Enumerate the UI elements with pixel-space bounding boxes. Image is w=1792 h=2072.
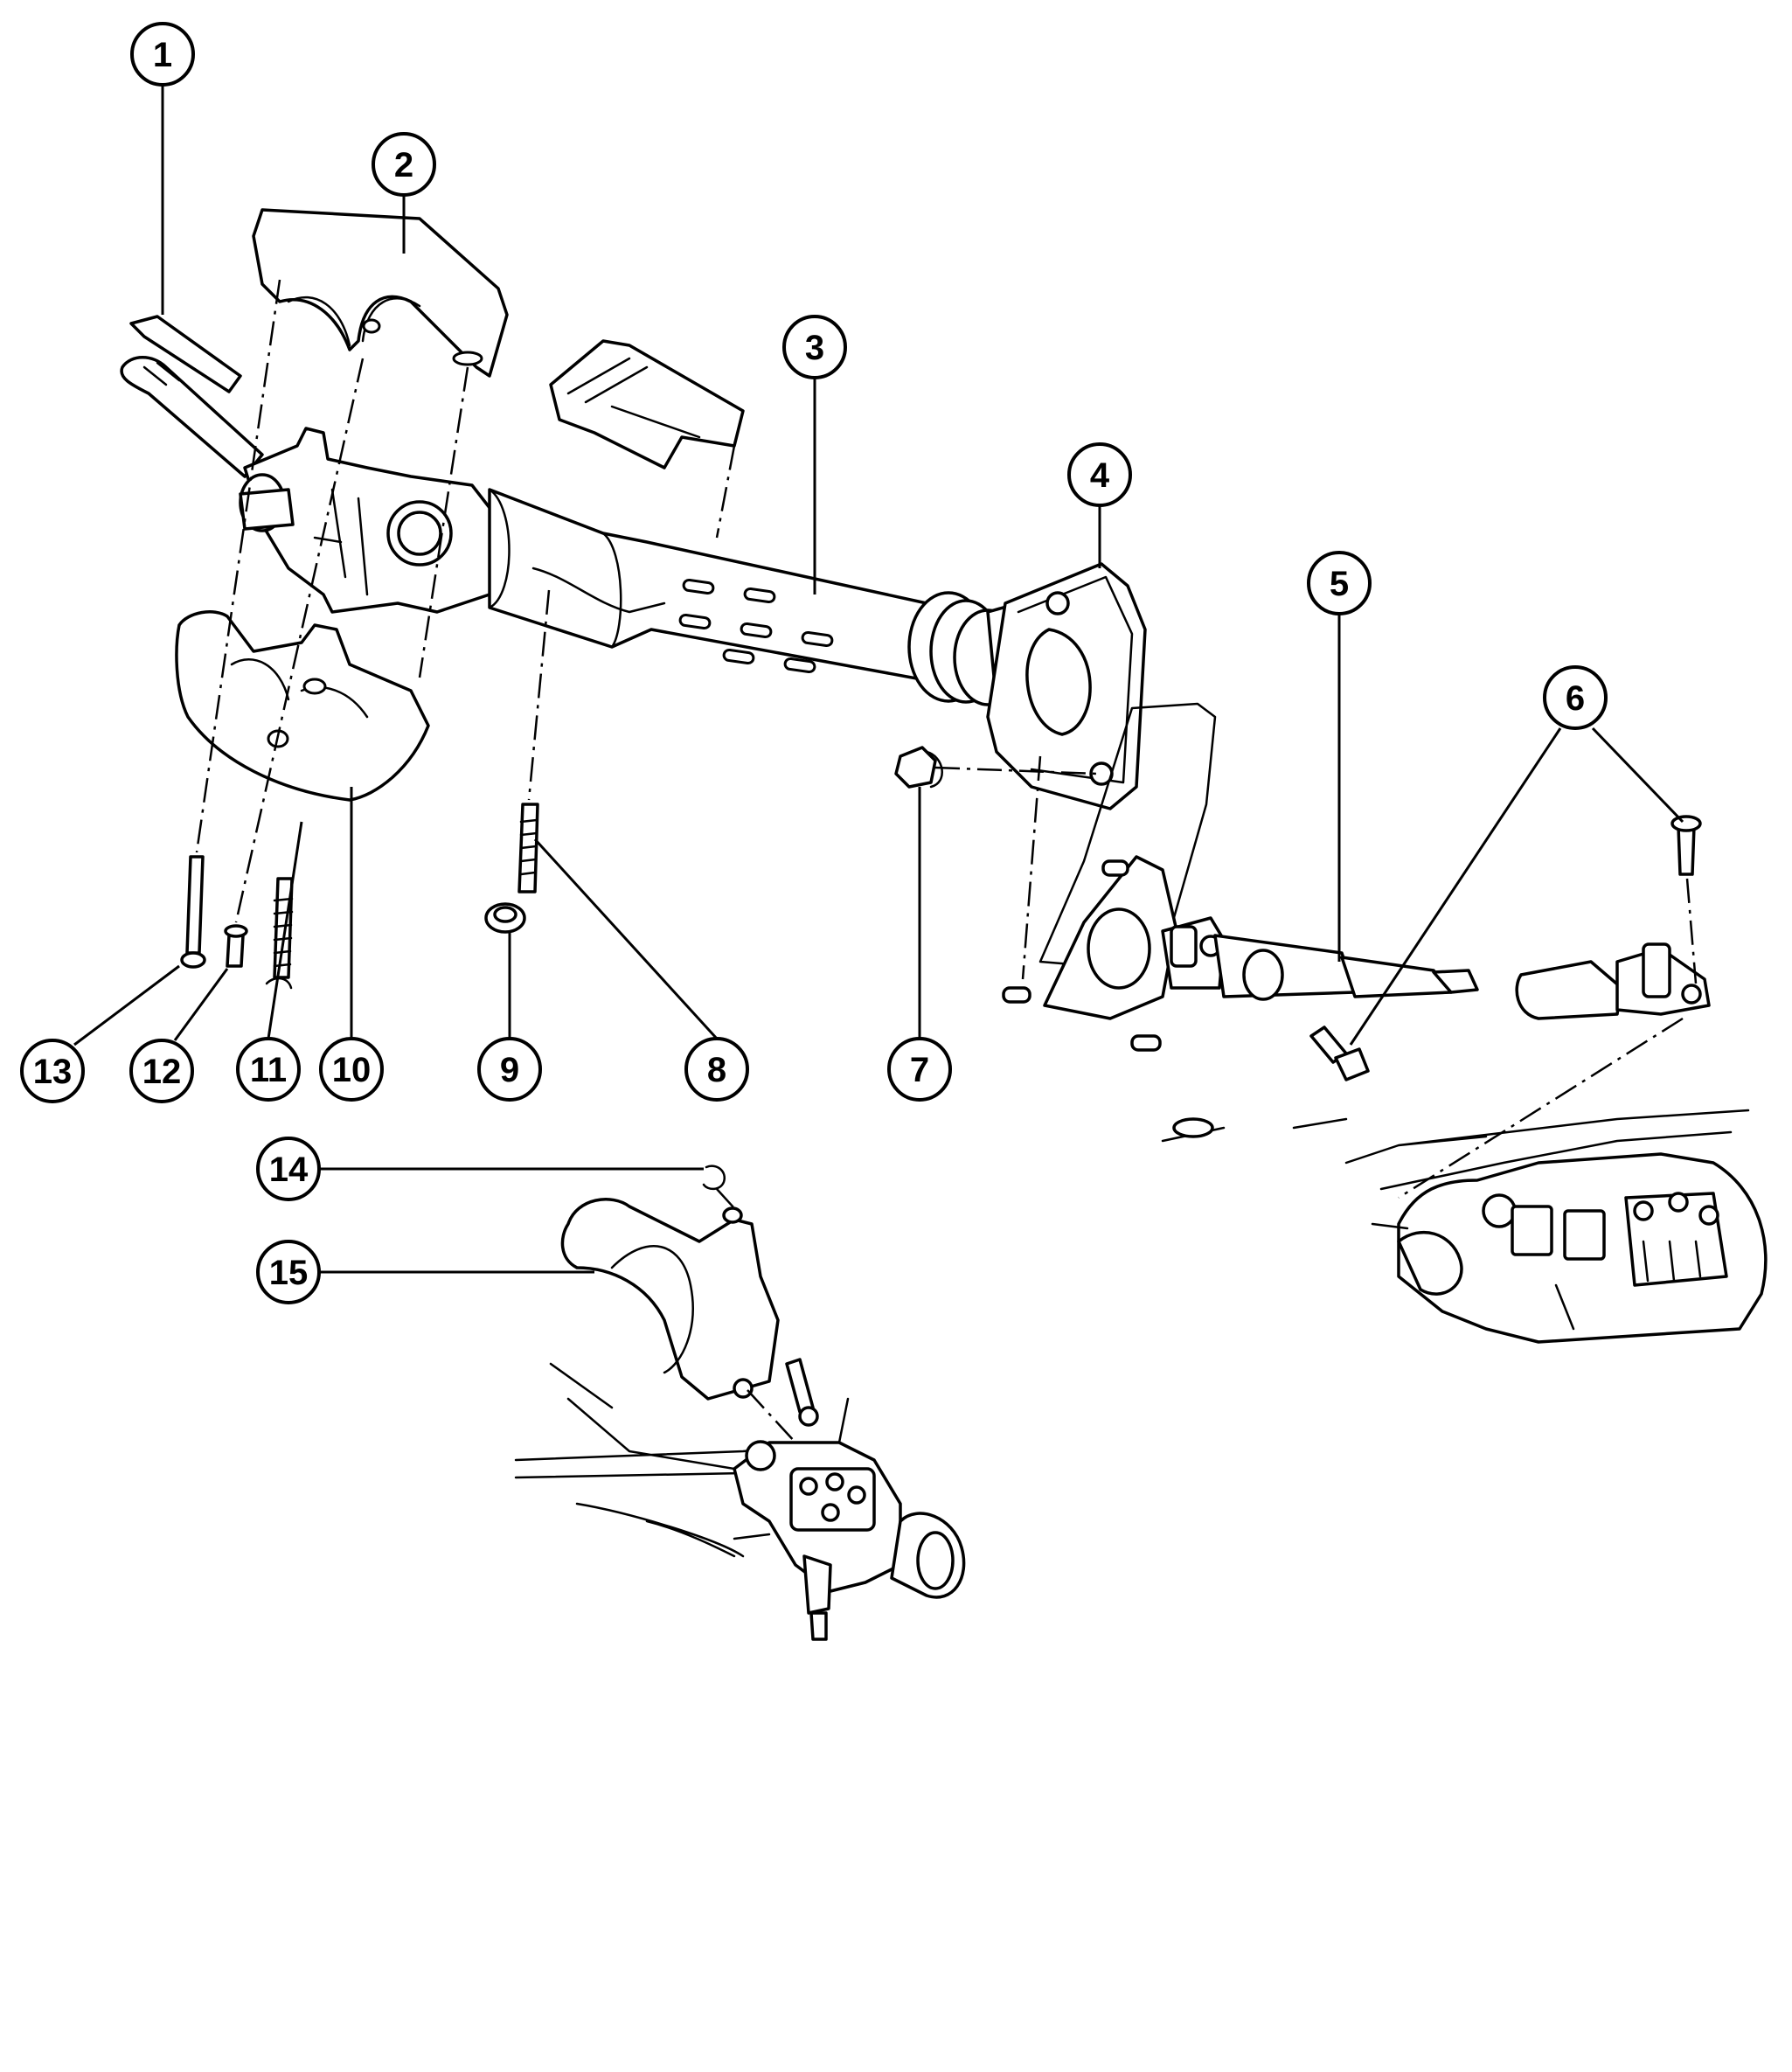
callout-2: 2 [372, 132, 436, 197]
svg-text:3: 3 [805, 329, 824, 367]
steering-gear-with-boot [514, 1198, 966, 1641]
svg-text:15: 15 [269, 1254, 309, 1292]
svg-text:7: 7 [910, 1051, 929, 1089]
svg-text:8: 8 [707, 1051, 726, 1089]
callout-9: 9 [477, 1037, 542, 1102]
upper-shroud [252, 208, 509, 378]
callout-15: 15 [256, 1240, 321, 1304]
svg-text:5: 5 [1330, 565, 1349, 603]
column-mounting-plate [986, 562, 1217, 968]
svg-text:4: 4 [1090, 456, 1110, 495]
steering-gear-box [1161, 1109, 1768, 1344]
svg-text:2: 2 [394, 146, 413, 184]
shroud-screw-short [224, 924, 248, 968]
lower-shroud [175, 610, 430, 802]
callout-6: 6 [1543, 665, 1608, 730]
intermediate-shaft [1043, 855, 1711, 1020]
callout-11: 11 [236, 1037, 301, 1102]
callout-10: 10 [319, 1037, 384, 1102]
callout-4: 4 [1067, 442, 1132, 507]
callout-7: 7 [887, 1037, 952, 1102]
svg-text:1: 1 [153, 36, 172, 74]
svg-text:11: 11 [250, 1051, 287, 1089]
flange-nut [894, 746, 943, 789]
svg-text:6: 6 [1566, 679, 1585, 718]
callout-1: 1 [130, 22, 195, 87]
callout-leader-lines [73, 81, 1684, 1274]
callout-5: 5 [1307, 551, 1372, 615]
svg-text:14: 14 [269, 1151, 309, 1189]
callout-8: 8 [684, 1037, 749, 1102]
retaining-clip [702, 1165, 726, 1191]
callout-13: 13 [20, 1039, 85, 1103]
threaded-bolt [265, 877, 294, 990]
alignment-lines [195, 279, 1698, 1443]
callout-3: 3 [782, 315, 847, 379]
svg-text:12: 12 [142, 1053, 182, 1091]
callout-14: 14 [256, 1137, 321, 1201]
svg-text:9: 9 [500, 1051, 519, 1089]
svg-text:10: 10 [332, 1051, 372, 1089]
multifunction-switch-lever [120, 315, 264, 478]
callout-12: 12 [129, 1039, 194, 1103]
stud-bolt [517, 803, 539, 893]
shroud-screw-long [180, 855, 206, 969]
svg-text:13: 13 [33, 1053, 73, 1091]
hex-nut [484, 902, 526, 934]
mounting-studs [1002, 859, 1162, 1052]
pinch-bolt [1309, 815, 1702, 1081]
